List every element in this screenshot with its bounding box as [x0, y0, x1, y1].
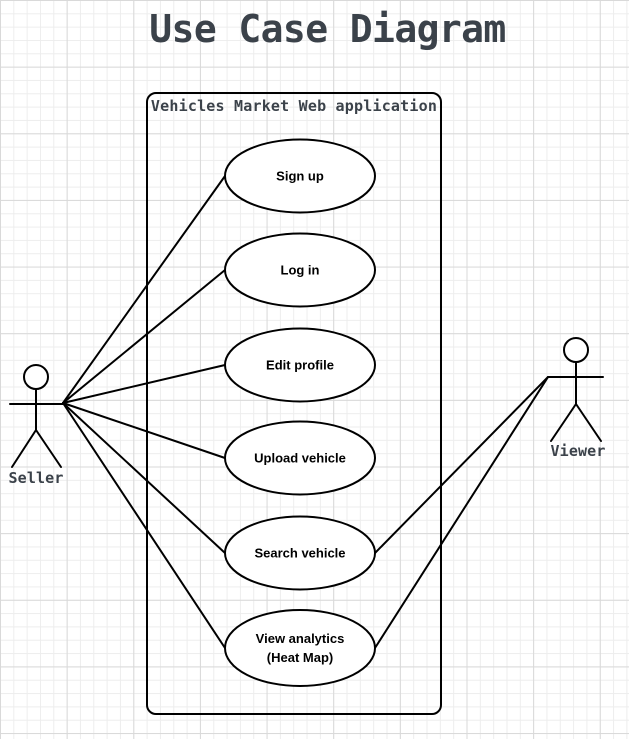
edge-seller-search-vehicle [62, 402, 226, 554]
viewer-right-leg [575, 403, 602, 442]
edge-viewer-view-analytics [374, 376, 549, 649]
use-case-label-log-in: Log in [280, 262, 320, 278]
actor-viewer-label: Viewer [550, 442, 606, 460]
use-case-label-sign-up: Sign up [276, 168, 324, 184]
use-case-search-vehicle [224, 515, 376, 591]
actor-seller-label: Seller [8, 469, 64, 487]
use-case-upload-vehicle [224, 420, 376, 496]
page-title: Use Case Diagram [149, 7, 506, 51]
seller-right-leg [35, 429, 62, 468]
actor-viewer-figure [547, 337, 604, 442]
use-case-label-view-analytics: View analytics (Heat Map) [255, 631, 345, 665]
seller-left-leg [11, 429, 37, 468]
system-boundary [146, 92, 442, 715]
use-case-sign-up [224, 138, 376, 214]
edge-seller-sign-up [62, 175, 226, 404]
edge-seller-edit-profile [62, 364, 226, 404]
use-case-edit-profile [224, 327, 376, 403]
viewer-left-leg [550, 403, 577, 442]
use-case-label-search-vehicle: Search vehicle [254, 545, 346, 561]
use-case-view-analytics [224, 609, 376, 687]
edge-seller-log-in [62, 269, 226, 404]
edge-seller-view-analytics [62, 402, 226, 649]
use-case-label-edit-profile: Edit profile [266, 357, 334, 373]
edge-seller-upload-vehicle [62, 402, 226, 459]
use-case-label-upload-vehicle: Upload vehicle [254, 450, 346, 466]
viewer-head [563, 337, 589, 363]
system-boundary-label: Vehicles Market Web application [150, 97, 438, 115]
edge-viewer-search-vehicle [374, 376, 549, 554]
seller-head [23, 364, 49, 390]
actor-seller-figure [9, 364, 64, 468]
use-case-log-in [224, 232, 376, 308]
